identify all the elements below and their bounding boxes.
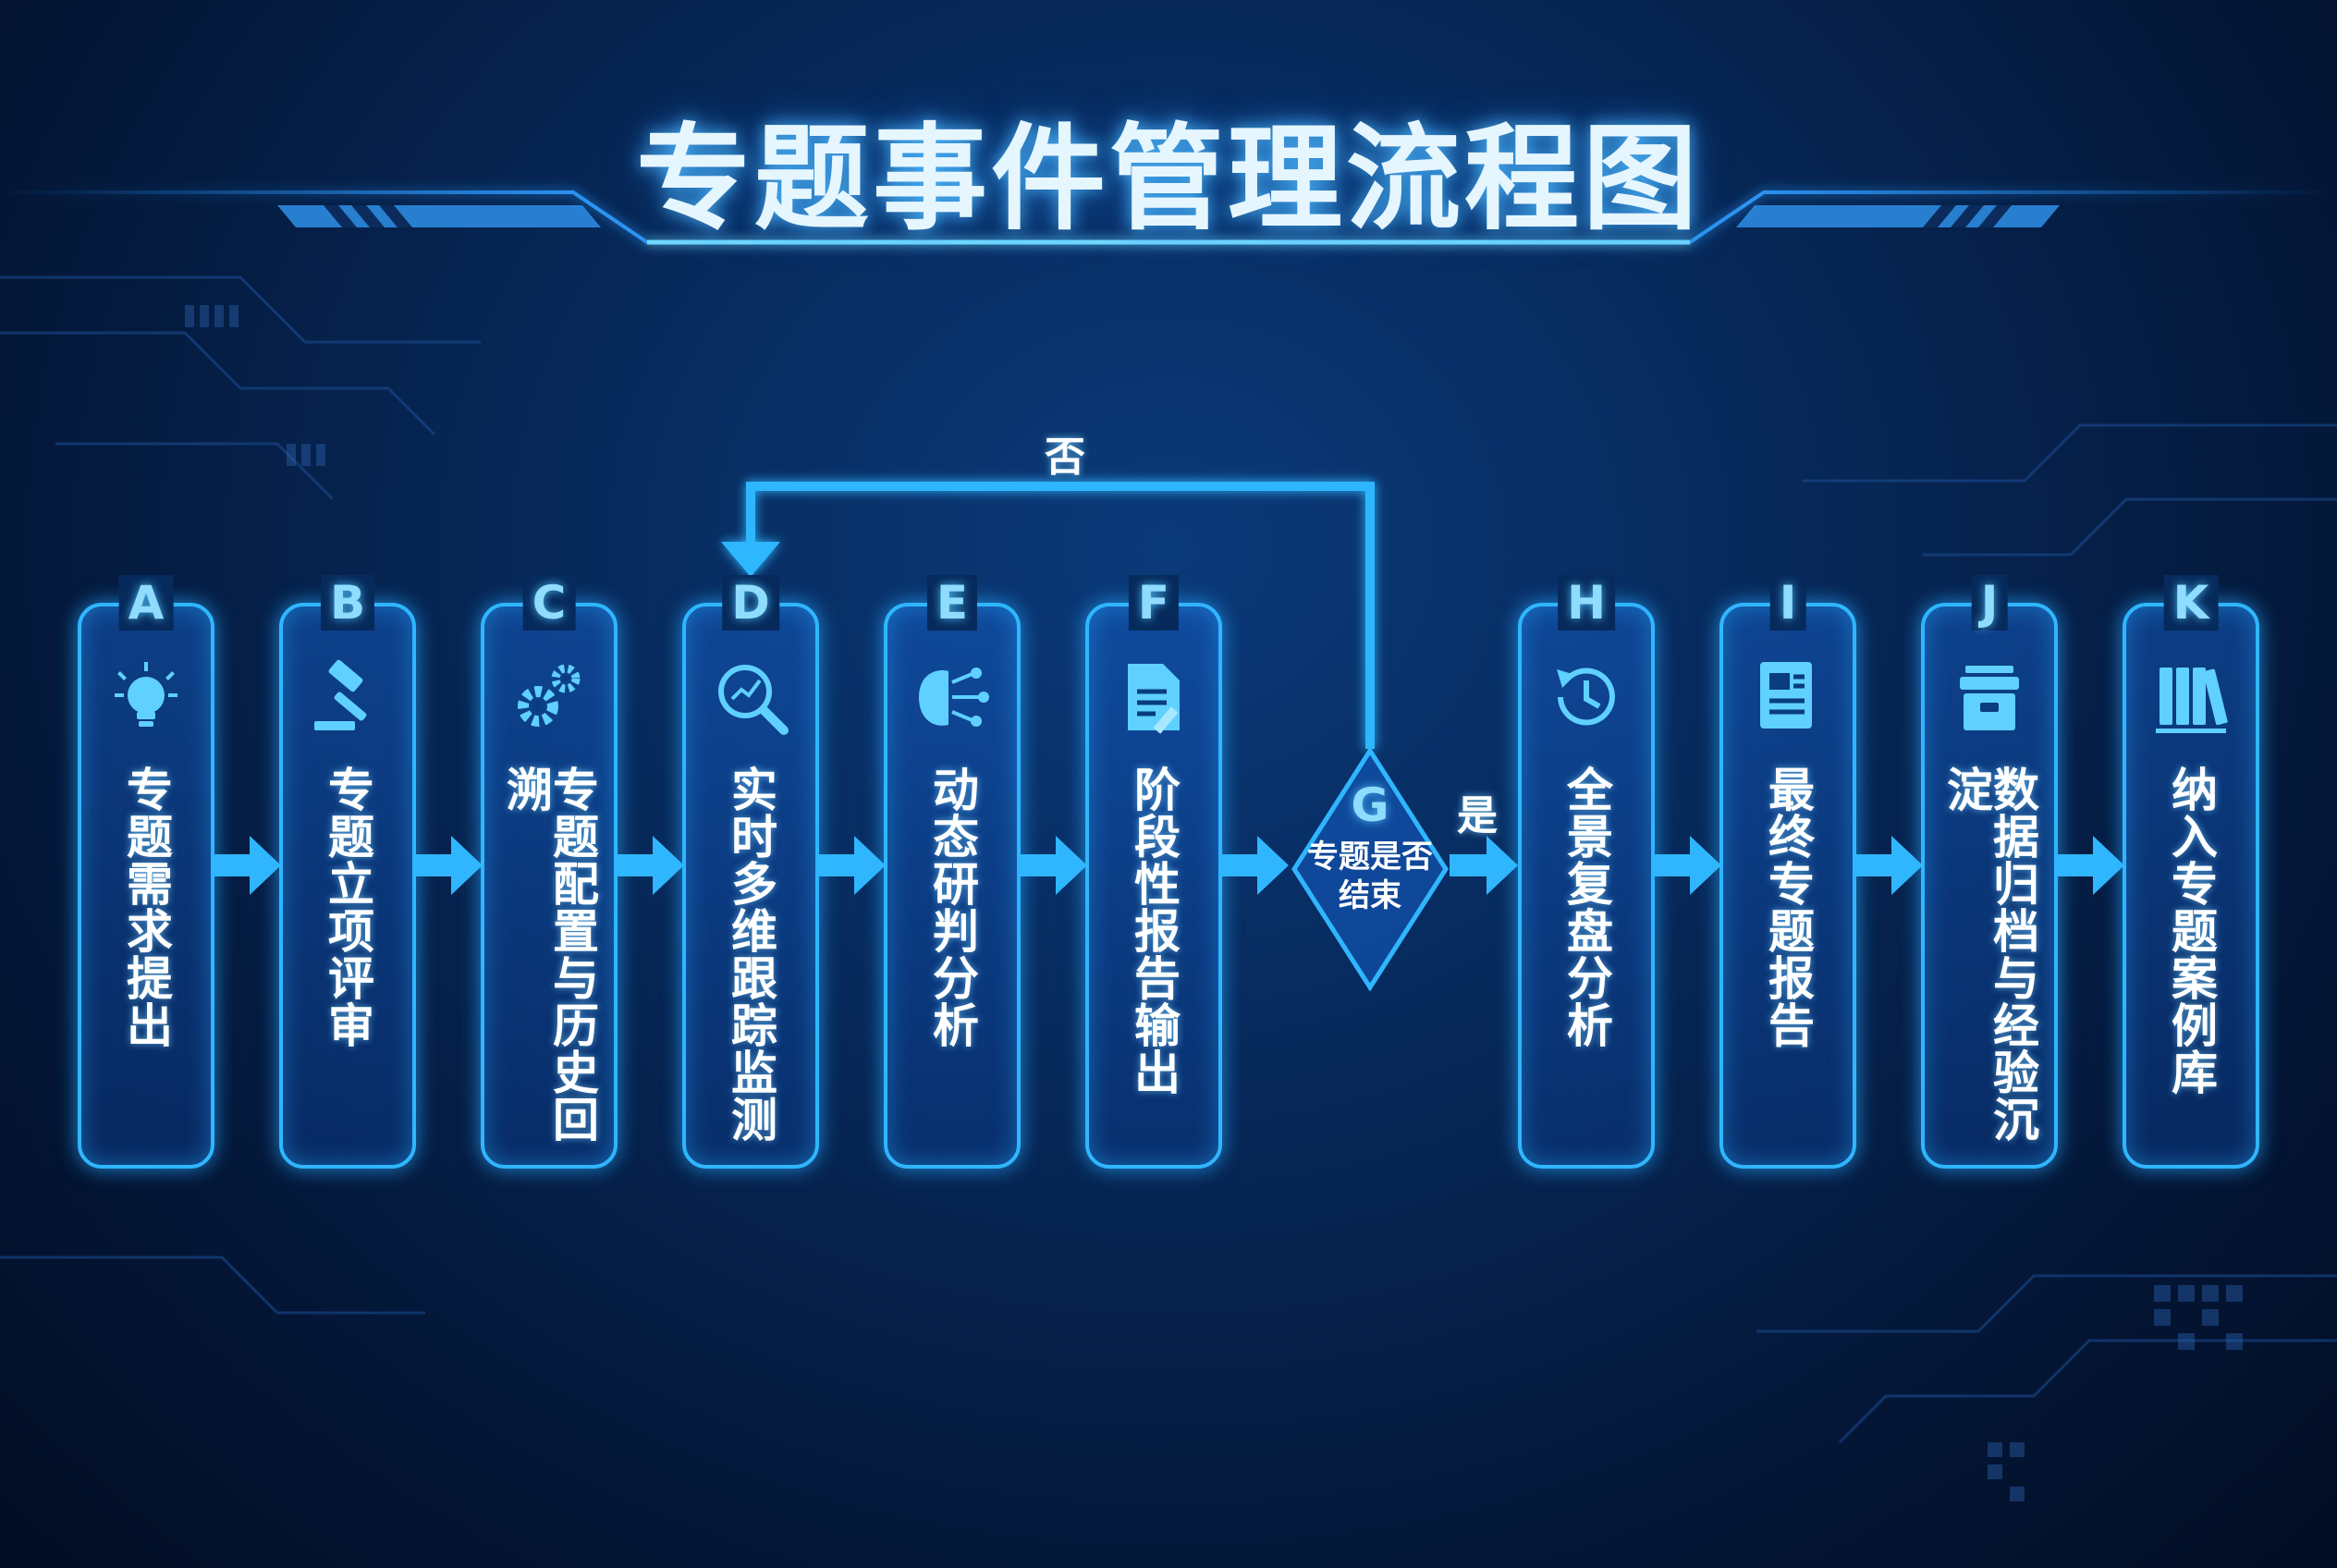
decision-letter: G bbox=[1351, 778, 1389, 832]
history-clock-icon bbox=[1557, 668, 1615, 726]
step-d: D 实时多维跟踪监测 bbox=[682, 575, 819, 1169]
step-letter: B bbox=[320, 575, 375, 631]
step-letter: I bbox=[1769, 575, 1806, 631]
step-e: E 动态研判分析 bbox=[884, 575, 1021, 1169]
flow-arrow bbox=[1653, 836, 1721, 895]
decision-label: 专题是否结束 bbox=[1307, 839, 1433, 914]
step-f: F 阶段性报告输出 bbox=[1085, 575, 1222, 1169]
step-letter: E bbox=[926, 575, 978, 631]
step-b: B 专题立项评审 bbox=[279, 575, 416, 1169]
step-a: A 专题需求提出 bbox=[78, 575, 214, 1169]
flow-arrow bbox=[817, 836, 886, 895]
step-letter: A bbox=[118, 575, 174, 631]
magnifier-chart-icon bbox=[718, 665, 789, 735]
gears-icon bbox=[518, 664, 581, 727]
page-title: 专题事件管理流程图 bbox=[635, 113, 1701, 246]
gavel-icon bbox=[314, 659, 367, 730]
step-label: 动态研判分析 bbox=[925, 766, 979, 1048]
step-j: J 数据归档与经验沉淀 bbox=[1921, 575, 2058, 1169]
step-label: 实时多维跟踪监测 bbox=[724, 766, 777, 1143]
step-label: 专题配置与历史回溯 bbox=[499, 766, 599, 1143]
step-i: I 最终专题报告 bbox=[1719, 575, 1856, 1169]
report-icon bbox=[1760, 662, 1812, 729]
flow-arrow bbox=[1450, 836, 1518, 895]
step-letter: C bbox=[522, 575, 576, 631]
step-k: K 纳入专题案例库 bbox=[2123, 575, 2259, 1169]
step-letter: D bbox=[722, 575, 779, 631]
step-c: C 专题配置与历史回溯 bbox=[481, 575, 618, 1169]
archive-box-icon bbox=[1960, 666, 2019, 730]
books-icon bbox=[2156, 668, 2228, 733]
yes-label: 是 bbox=[1457, 792, 1498, 839]
step-label: 全景复盘分析 bbox=[1560, 766, 1613, 1048]
step-h: H 全景复盘分析 bbox=[1518, 575, 1655, 1169]
flow-arrow bbox=[1220, 836, 1289, 895]
step-label: 专题需求提出 bbox=[119, 766, 173, 1048]
lightbulb-icon bbox=[115, 662, 177, 727]
step-letter: H bbox=[1558, 575, 1615, 631]
document-edit-icon bbox=[1128, 664, 1180, 734]
no-label: 否 bbox=[1045, 434, 1085, 481]
step-label: 数据归档与经验沉淀 bbox=[1939, 766, 2039, 1143]
step-label: 纳入专题案例库 bbox=[2164, 766, 2218, 1096]
decision-diamond bbox=[1291, 747, 1449, 991]
flow-arrow bbox=[616, 836, 684, 895]
step-letter: K bbox=[2163, 575, 2219, 631]
step-letter: J bbox=[1971, 575, 2008, 631]
step-letter: F bbox=[1128, 575, 1180, 631]
flow-arrow bbox=[414, 836, 483, 895]
flow-arrow bbox=[213, 836, 281, 895]
step-label: 阶段性报告输出 bbox=[1127, 766, 1181, 1096]
flow-arrow bbox=[2056, 836, 2124, 895]
flow-arrow bbox=[1019, 836, 1087, 895]
flow-arrow bbox=[1854, 836, 1923, 895]
step-label: 专题立项评审 bbox=[321, 766, 374, 1048]
brain-network-icon bbox=[919, 668, 989, 727]
step-label: 最终专题报告 bbox=[1761, 766, 1815, 1048]
